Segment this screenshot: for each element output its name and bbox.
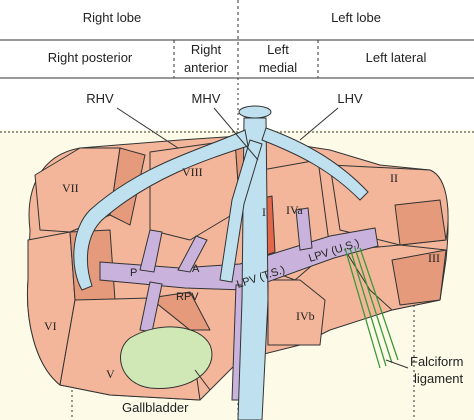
label-left-medial-1: Left	[267, 42, 289, 57]
label-segment-viii: VIII	[182, 165, 203, 179]
label-segment-vii: VII	[62, 181, 79, 195]
ivc-opening	[238, 105, 272, 119]
liver-body	[27, 135, 449, 401]
portal-branch-iv	[295, 207, 313, 251]
falciform-ligament-shape	[344, 247, 399, 369]
segment-v-side	[149, 291, 211, 331]
portal-branch-a	[177, 235, 208, 273]
label-segment-ii: II	[390, 171, 398, 185]
gallbladder-shape	[120, 326, 213, 389]
label-right-anterior-1: Right	[191, 42, 222, 57]
label-portal-a: A	[192, 263, 200, 275]
leader-mhv	[213, 107, 259, 161]
lhv-path	[261, 127, 369, 201]
label-segment-iva: IVa	[286, 203, 303, 217]
segment-ivb-face	[267, 279, 326, 346]
mhv-path	[219, 139, 263, 283]
label-falciform-1: Falciform	[410, 354, 463, 369]
leader-gallbladder	[194, 369, 211, 391]
label-right-lobe: Right lobe	[83, 10, 142, 25]
label-mhv: MHV	[192, 91, 221, 106]
label-rpv: RPV	[176, 291, 199, 303]
label-segment-v: V	[106, 367, 115, 381]
rhv-path	[73, 129, 249, 291]
label-left-medial-2: medial	[259, 60, 297, 75]
label-right-posterior: Right posterior	[48, 50, 133, 65]
segment-ii-side	[394, 199, 447, 246]
label-segment-i: I	[262, 205, 266, 219]
label-lhv: LHV	[337, 91, 363, 106]
segment-iii-side	[391, 249, 447, 306]
label-segment-ivb: IVb	[296, 309, 315, 323]
leader-falciform	[385, 359, 409, 369]
header-grid	[0, 0, 474, 133]
label-left-lobe: Left lobe	[331, 10, 381, 25]
label-rhv: RHV	[86, 91, 114, 106]
label-segment-vi: VI	[44, 319, 57, 333]
label-segment-iii: III	[428, 251, 440, 265]
label-gallbladder: Gallbladder	[122, 400, 189, 415]
label-left-lateral: Left lateral	[366, 50, 427, 65]
portal-branch-p	[139, 229, 163, 273]
label-right-anterior-2: anterior	[184, 60, 229, 75]
hepatic-vein-system	[73, 105, 369, 420]
label-portal-p: P	[130, 267, 137, 279]
leader-lines	[116, 107, 409, 391]
leader-rhv	[116, 107, 179, 149]
label-falciform-2: ligament	[414, 371, 464, 386]
leader-lhv	[299, 107, 339, 141]
